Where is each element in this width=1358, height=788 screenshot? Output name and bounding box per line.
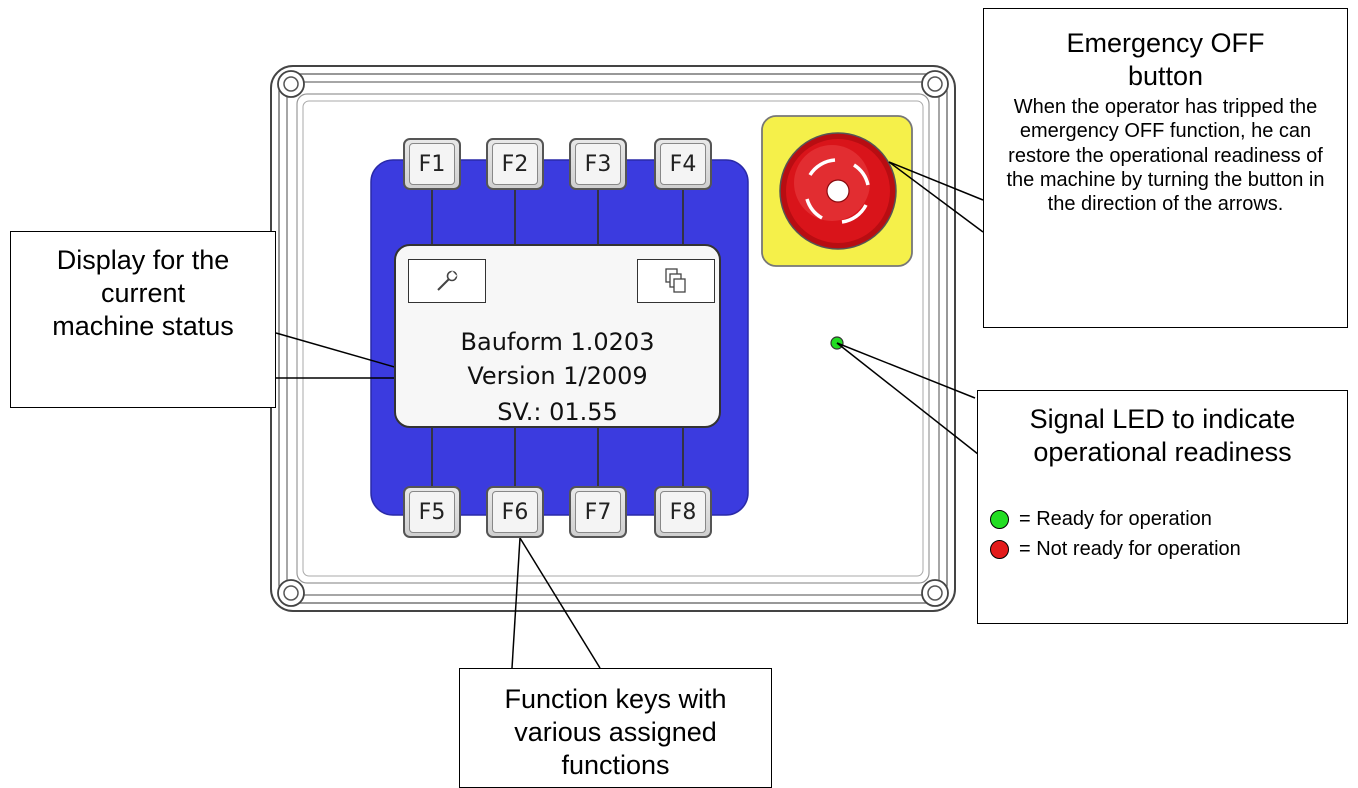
status-display: Bauform 1.0203 Version 1/2009 SV.: 01.55: [394, 244, 721, 428]
function-keys-callout-text: Function keys with various assigned func…: [504, 684, 727, 780]
display-status-callout-text: Display for the current machine status: [52, 245, 234, 341]
legend-not-ready: = Not ready for operation: [990, 538, 1241, 561]
key-traces: [431, 190, 684, 486]
function-key-f8[interactable]: F8: [654, 486, 712, 538]
rotate-arrow-icon: [841, 204, 868, 224]
function-key-f4[interactable]: F4: [654, 138, 712, 190]
function-key-f2[interactable]: F2: [486, 138, 544, 190]
rotate-arrow-icon: [808, 158, 836, 176]
enclosure-rim-2: [286, 81, 940, 596]
enclosure-rim-1: [278, 73, 948, 604]
function-key-label: F5: [409, 491, 455, 533]
legend-ready-label: = Ready for operation: [1019, 508, 1212, 530]
emergency-off-button[interactable]: [779, 132, 897, 250]
emergency-callout-body: When the operator has tripped the emerge…: [1006, 95, 1325, 216]
function-key-f5[interactable]: F5: [403, 486, 461, 538]
function-key-f7[interactable]: F7: [569, 486, 627, 538]
function-key-label: F3: [575, 143, 621, 185]
function-key-label: F4: [660, 143, 706, 185]
corner-screw-icon: [277, 70, 305, 98]
emergency-callout-title: Emergency OFF button: [1066, 28, 1265, 91]
red-led-icon: [990, 540, 1009, 559]
display-wrench-box: [408, 259, 486, 303]
function-key-f1[interactable]: F1: [403, 138, 461, 190]
function-key-label: F7: [575, 491, 621, 533]
rotate-arrow-icon: [805, 198, 823, 220]
display-pages-box: [637, 259, 715, 303]
copy-pages-icon: [665, 268, 686, 293]
rotate-arrow-icon: [852, 163, 870, 186]
function-key-label: F2: [492, 143, 538, 185]
display-status-callout: Display for the current machine status: [10, 231, 276, 408]
function-key-label: F6: [492, 491, 538, 533]
led-callout: Signal LED to indicate operational readi…: [977, 390, 1348, 624]
display-sv-line: SV.: 01.55: [497, 398, 618, 426]
legend-ready: = Ready for operation: [990, 508, 1212, 531]
wrench-icon: [437, 270, 458, 291]
display-model-line: Bauform 1.0203: [460, 328, 655, 356]
led-callout-title: Signal LED to indicate operational readi…: [1029, 404, 1296, 467]
function-keys-callout: Function keys with various assigned func…: [459, 668, 772, 788]
legend-not-ready-label: = Not ready for operation: [1019, 538, 1241, 560]
function-key-f3[interactable]: F3: [569, 138, 627, 190]
corner-screw-icon: [277, 579, 305, 607]
function-key-label: F8: [660, 491, 706, 533]
emergency-callout: Emergency OFF button When the operator h…: [983, 8, 1348, 328]
function-key-label: F1: [409, 143, 455, 185]
corner-screw-icon: [921, 579, 949, 607]
display-version-line: Version 1/2009: [467, 362, 648, 390]
corner-screw-icon: [921, 70, 949, 98]
green-led-icon: [990, 510, 1009, 529]
function-key-f6[interactable]: F6: [486, 486, 544, 538]
